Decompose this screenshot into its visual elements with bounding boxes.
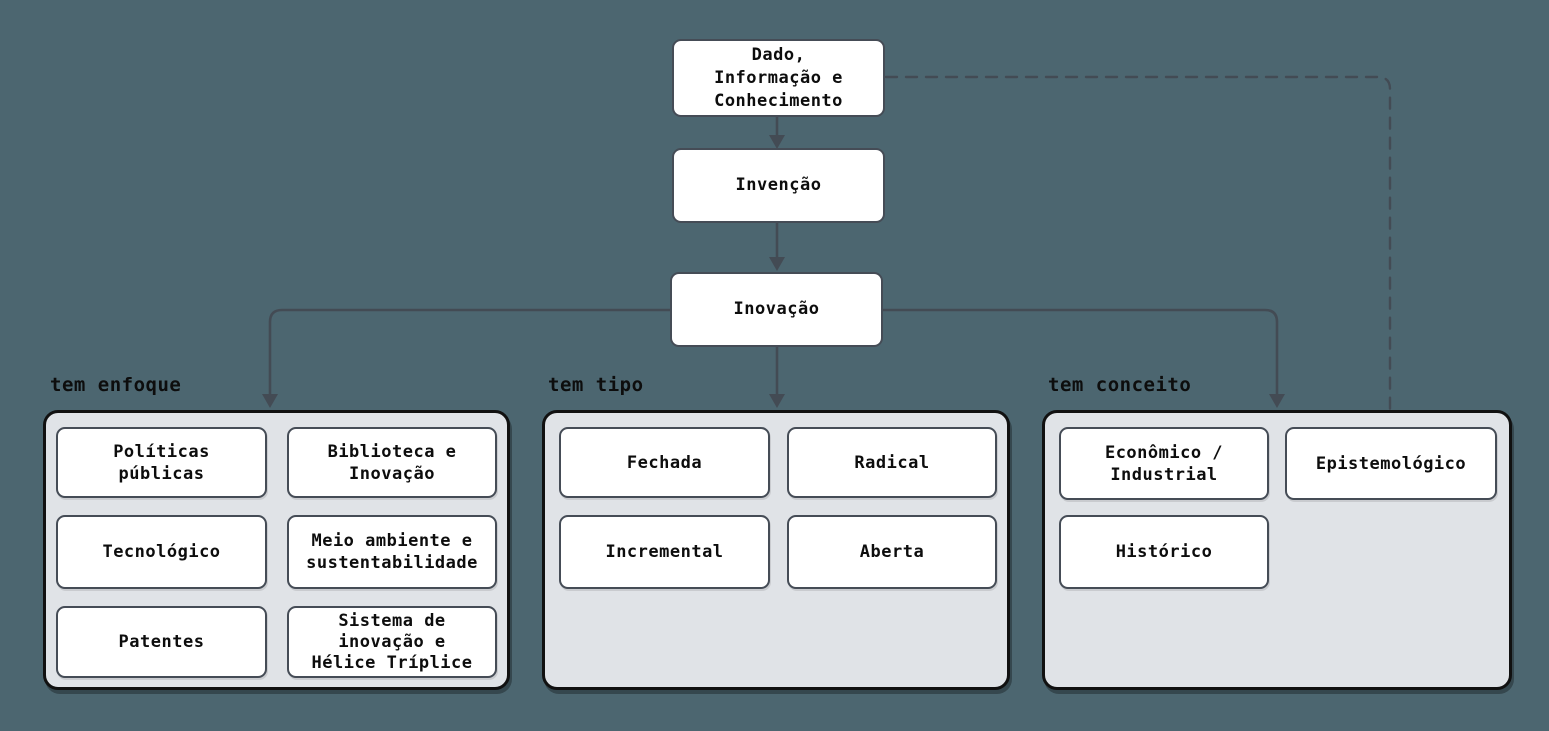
node-dado-informacao-conhecimento: Dado, Informação e Conhecimento	[672, 39, 885, 117]
group-tem-conceito: Econômico / Industrial Epistemológico Hi…	[1042, 410, 1512, 690]
node-inovacao: Inovação	[670, 272, 883, 347]
arrowhead-invencao-inovacao	[769, 257, 785, 271]
arrowhead-dado-invencao	[769, 135, 785, 149]
arrowhead-inovacao-tipo	[769, 394, 785, 408]
arrowhead-inovacao-conceito	[1269, 394, 1285, 408]
item-politicas-publicas: Políticas públicas	[56, 427, 267, 498]
item-epistemologico: Epistemológico	[1285, 427, 1497, 500]
node-invencao: Invenção	[672, 148, 885, 223]
item-sistema-inovacao-helice-triplice: Sistema de inovação e Hélice Tríplice	[287, 606, 497, 678]
item-radical: Radical	[787, 427, 997, 498]
item-aberta: Aberta	[787, 515, 997, 589]
item-patentes: Patentes	[56, 606, 267, 678]
item-fechada: Fechada	[559, 427, 770, 498]
group-label-tem-tipo: tem tipo	[548, 374, 644, 396]
group-tem-enfoque: Políticas públicas Biblioteca e Inovação…	[43, 410, 510, 690]
group-label-tem-enfoque: tem enfoque	[50, 374, 182, 396]
item-tecnologico: Tecnológico	[56, 515, 267, 589]
arrowhead-inovacao-enfoque	[262, 394, 278, 408]
item-incremental: Incremental	[559, 515, 770, 589]
group-tem-tipo: Fechada Radical Incremental Aberta	[542, 410, 1010, 690]
item-biblioteca-e-inovacao: Biblioteca e Inovação	[287, 427, 497, 498]
item-economico-industrial: Econômico / Industrial	[1059, 427, 1269, 500]
group-label-tem-conceito: tem conceito	[1048, 374, 1192, 396]
item-meio-ambiente-sustentabilidade: Meio ambiente e sustentabilidade	[287, 515, 497, 589]
item-historico: Histórico	[1059, 515, 1269, 589]
